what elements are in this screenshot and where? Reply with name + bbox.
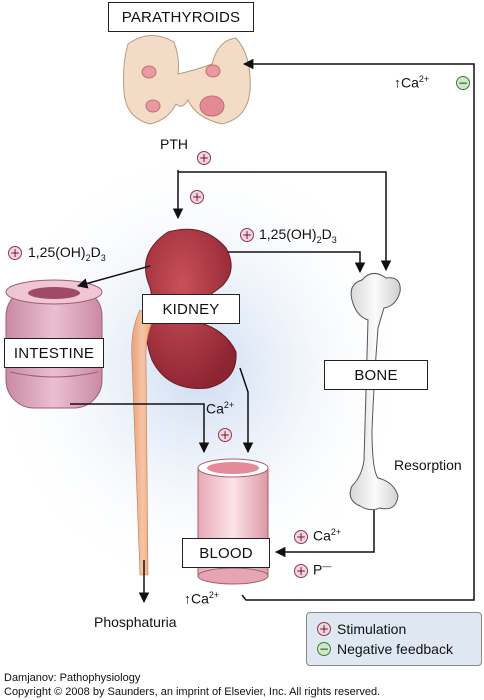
parathyroid-gland-illustration: [123, 35, 251, 125]
plus-icon: +: [218, 428, 232, 442]
kidney-box: KIDNEY: [142, 294, 240, 324]
resorption-label: Resorption: [394, 457, 462, 473]
vitamin-d-label-right: 1,25(OH)2D3: [259, 226, 337, 245]
bone-box: BONE: [324, 360, 428, 390]
legend-negative-feedback: − Negative feedback: [317, 641, 453, 657]
source-text: Damjanov: Pathophysiology: [4, 672, 141, 684]
ca-absorption-label: Ca2+: [206, 400, 235, 417]
vitamin-d-label-left: 1,25(OH)2D3: [28, 244, 106, 263]
legend: + Stimulation − Negative feedback: [306, 612, 482, 666]
ureter-illustration: [131, 309, 155, 576]
parathyroids-box: PARATHYROIDS: [108, 2, 254, 32]
phosphate-label: P—: [313, 561, 332, 578]
bone-to-blood-arrow: [274, 510, 375, 558]
phosphaturia-label: Phosphaturia: [94, 614, 177, 630]
plus-icon: +: [240, 228, 254, 242]
plus-icon: +: [8, 246, 22, 260]
kidney-to-intestine-arrow: [76, 265, 151, 289]
bone-illustration: [349, 273, 401, 511]
minus-icon: −: [317, 642, 331, 656]
legend-stimulation-label: Stimulation: [337, 621, 407, 637]
kidney-to-blood-arrow: [239, 367, 254, 454]
plus-icon: +: [190, 190, 204, 204]
ca-feedback-label: ↑Ca2+: [394, 74, 430, 91]
plus-icon: +: [294, 530, 308, 544]
blood-box: BLOOD: [182, 538, 270, 568]
minus-icon: −: [456, 76, 470, 90]
kidney-to-bone-arrow: [228, 251, 366, 274]
intestine-to-blood-arrow: [70, 403, 210, 454]
plus-icon: +: [294, 564, 308, 578]
plus-icon: +: [197, 151, 211, 165]
ca-blood-label: ↑Ca2+: [184, 590, 220, 607]
intestine-box: INTESTINE: [4, 338, 104, 368]
plus-icon: +: [317, 622, 331, 636]
pth-label: PTH: [160, 136, 188, 152]
pth-to-bone-arrow: [178, 171, 392, 272]
legend-negative-feedback-label: Negative feedback: [337, 641, 453, 657]
ca-bone-label: Ca2+: [313, 527, 342, 544]
copyright-text: Copyright © 2008 by Saunders, an imprint…: [4, 686, 381, 698]
feedback-line: [241, 58, 475, 601]
legend-stimulation: + Stimulation: [317, 621, 406, 637]
